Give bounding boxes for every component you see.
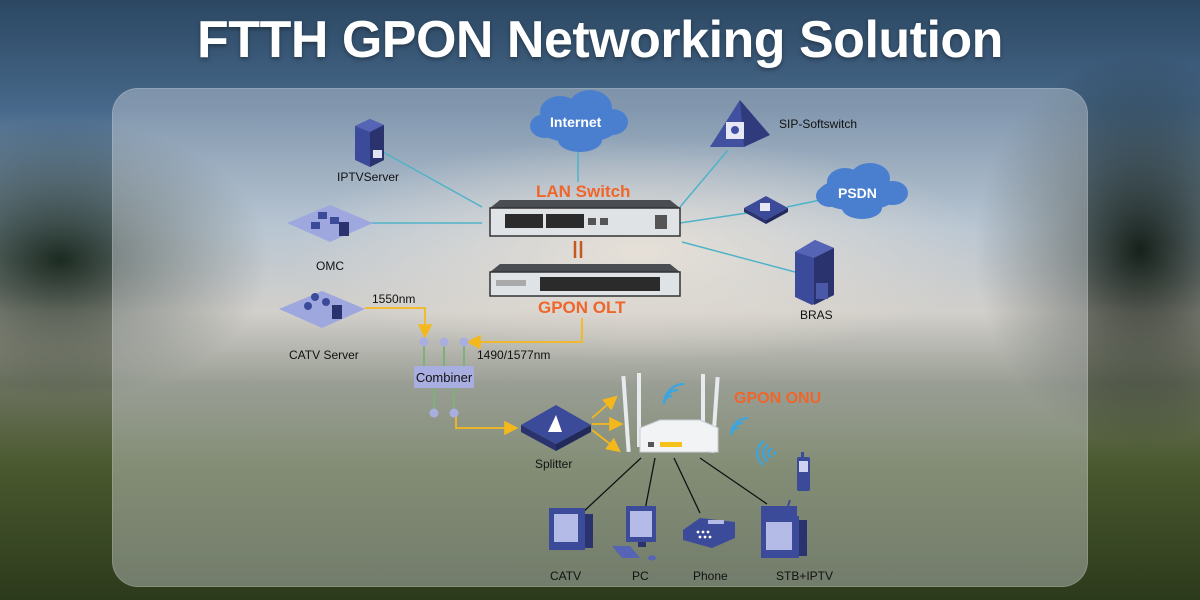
ethernet-links — [581, 457, 768, 514]
psdn-cloud-icon — [816, 163, 908, 219]
link-bras-switch — [681, 241, 796, 273]
gpon-onu-label: GPON ONU — [734, 390, 822, 407]
catv-server-label: CATV Server — [289, 348, 359, 362]
pc-icon — [612, 506, 656, 561]
sip-softswitch-label: SIP-Softswitch — [779, 117, 858, 131]
wavelength-catv-label: 1550nm — [372, 292, 416, 306]
cyan-links — [370, 149, 826, 273]
catv-label: CATV — [550, 569, 582, 583]
mobile-phone-icon — [797, 452, 810, 491]
iptv-server-label: IPTVServer — [337, 170, 400, 184]
fiber-combiner-splitter — [455, 413, 519, 436]
router-icon — [744, 196, 788, 224]
combiner-box: Combiner — [414, 366, 474, 388]
bras-label: BRAS — [800, 308, 833, 322]
splitter-icon — [521, 405, 591, 451]
stb-iptv-label: STB+IPTV — [776, 569, 834, 583]
internet-label: Internet — [550, 114, 602, 130]
bras-server-icon — [795, 240, 834, 305]
fiber-splitter-onu-1 — [591, 395, 618, 419]
sip-softswitch-icon — [710, 100, 770, 147]
wavelength-olt-label: 1490/1577nm — [477, 348, 551, 362]
omc-icon — [287, 205, 373, 242]
desk-phone-icon — [683, 518, 735, 548]
stb-iptv-icon — [761, 499, 807, 558]
omc-label: OMC — [316, 259, 344, 273]
phone-label: Phone — [693, 569, 728, 583]
link-router-switch — [679, 212, 748, 224]
fiber-catv-combiner — [365, 307, 433, 339]
link-sip-switch — [679, 149, 729, 208]
fiber-olt-combiner — [466, 318, 583, 350]
internet-cloud-icon — [530, 90, 628, 152]
fiber-splitter-onu-3 — [591, 429, 621, 453]
catv-server-icon — [279, 291, 365, 328]
psdn-label: PSDN — [838, 185, 877, 201]
pc-label: PC — [632, 569, 649, 583]
gpon-olt-label: GPON OLT — [538, 298, 626, 317]
lan-switch-device[interactable] — [489, 200, 681, 237]
link-iptv-switch — [382, 151, 483, 208]
iptv-server-icon — [355, 119, 384, 167]
catv-tv-icon — [549, 508, 593, 550]
wifi-icon-3 — [756, 440, 777, 466]
combiner-ports — [419, 337, 469, 418]
wifi-icon — [662, 382, 685, 405]
gpon-olt-device[interactable] — [489, 264, 681, 297]
lan-switch-label: LAN Switch — [536, 182, 631, 201]
page-title: FTTH GPON Networking Solution — [197, 11, 1003, 69]
diagram-panel — [112, 88, 1088, 587]
wifi-icon-2 — [729, 416, 749, 436]
switch-olt-connector — [573, 241, 583, 258]
fiber-links — [365, 307, 624, 453]
splitter-label: Splitter — [535, 457, 573, 471]
gpon-onu-device[interactable] — [621, 373, 720, 454]
